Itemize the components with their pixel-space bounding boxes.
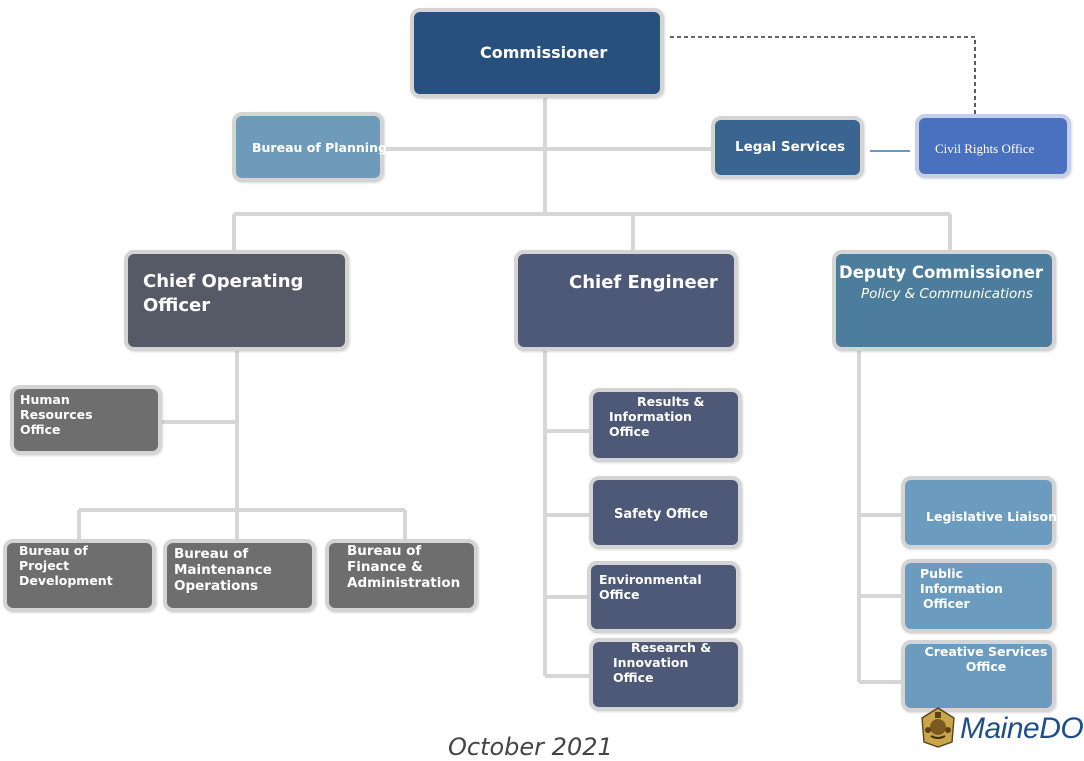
human-resources-line3: Office (20, 422, 61, 437)
chief-operating-officer-label-line1: Chief Operating (143, 271, 304, 292)
human-resources-office-label: Human Resources Office (20, 392, 93, 437)
research-innovation-line2: Innovation (613, 655, 689, 670)
research-innovation-line3: Office (613, 670, 654, 685)
maintenance-operations-line3: Operations (174, 578, 259, 595)
research-innovation-office-label: Research & Innovation Office (613, 640, 711, 685)
chief-engineer-label: Chief Engineer (569, 272, 718, 293)
public-information-officer-label: Public Information Officer (920, 566, 1003, 611)
public-information-line1: Public (920, 566, 963, 581)
civil-rights-office-box: Civil Rights Office (915, 114, 1071, 178)
deputy-commissioner-box: Deputy Commissioner Policy & Communicati… (832, 250, 1056, 351)
connector-dotted-civil-rights (670, 36, 976, 114)
public-information-line3: Officer (923, 596, 970, 611)
bureau-of-project-development-label: Bureau of Project Development (19, 543, 113, 588)
creative-services-office-label: Creative Services Office (921, 644, 1051, 674)
project-development-line2: Project (19, 558, 70, 573)
finance-administration-line2: Finance & (347, 559, 423, 576)
creative-services-line2: Office (965, 659, 1007, 674)
human-resources-office-box: Human Resources Office (10, 385, 162, 455)
legislative-liaison-label: Legislative Liaison (926, 509, 1057, 524)
mainedot-logo: MaineDOT (916, 704, 1084, 752)
research-innovation-office-box: Research & Innovation Office (589, 638, 742, 711)
environmental-office-box: Environmental Office (587, 561, 740, 633)
research-innovation-line1: Research & (631, 640, 712, 655)
results-information-line3: Office (609, 424, 650, 439)
project-development-line3: Development (19, 573, 113, 588)
finance-administration-line3: Administration (347, 575, 461, 592)
bureau-of-maintenance-operations-label: Bureau of Maintenance Operations (174, 546, 272, 595)
commissioner-label: Commissioner (480, 43, 608, 62)
environmental-office-label: Environmental Office (599, 572, 702, 602)
results-information-line1: Results & (637, 394, 705, 409)
maintenance-operations-line2: Maintenance (174, 562, 272, 579)
project-development-line1: Bureau of (19, 543, 88, 558)
safety-office-box: Safety Office (589, 476, 742, 549)
bureau-of-planning-box: Bureau of Planning (232, 112, 387, 182)
environmental-line2: Office (599, 587, 640, 602)
civil-rights-office-label: Civil Rights Office (935, 141, 1035, 156)
maine-state-seal-icon (921, 707, 955, 748)
bureau-of-finance-administration-box: Bureau of Finance & Administration (325, 539, 478, 612)
creative-services-office-box: Creative Services Office (901, 640, 1056, 712)
bureau-of-maintenance-operations-box: Bureau of Maintenance Operations (163, 539, 316, 612)
public-information-line2: Information (920, 581, 1003, 596)
finance-administration-line1: Bureau of (347, 543, 422, 559)
chief-operating-officer-box: Chief Operating Officer (124, 250, 349, 351)
legislative-liaison-box: Legislative Liaison (901, 476, 1057, 549)
public-information-officer-box: Public Information Officer (901, 559, 1056, 633)
human-resources-line1: Human (20, 392, 70, 407)
mainedot-logo-text: MaineDOT (960, 712, 1084, 745)
deputy-commissioner-title: Deputy Commissioner (839, 263, 1044, 282)
legal-services-box: Legal Services (711, 116, 864, 179)
environmental-line1: Environmental (599, 572, 702, 587)
results-information-office-box: Results & Information Office (589, 388, 742, 462)
chief-operating-officer-label-line2: Officer (143, 295, 211, 316)
results-information-line2: Information (609, 409, 692, 424)
commissioner-box: Commissioner (410, 8, 664, 98)
bureau-of-finance-administration-label: Bureau of Finance & Administration (347, 543, 460, 592)
bureau-of-planning-label: Bureau of Planning (252, 140, 387, 155)
chief-engineer-box: Chief Engineer (514, 250, 738, 351)
human-resources-line2: Resources (20, 407, 93, 422)
safety-office-label: Safety Office (614, 507, 708, 522)
maintenance-operations-line1: Bureau of (174, 546, 249, 562)
legal-services-label: Legal Services (735, 139, 846, 155)
results-information-office-label: Results & Information Office (609, 394, 704, 439)
deputy-commissioner-subtitle: Policy & Communications (861, 286, 1033, 302)
creative-services-line1: Creative Services (924, 644, 1048, 659)
bureau-of-project-development-box: Bureau of Project Development (3, 539, 156, 612)
footer-date: October 2021 (448, 733, 613, 761)
